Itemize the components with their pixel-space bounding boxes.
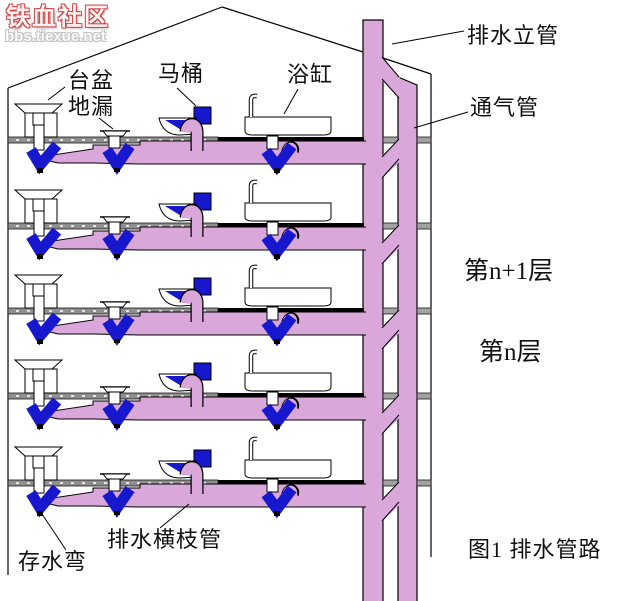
drain-riser-pipe xyxy=(362,19,384,601)
leader-trap xyxy=(41,513,67,551)
leader-bathtub xyxy=(283,88,299,115)
label-floor-n: 第n层 xyxy=(479,339,542,366)
leader-toilet xyxy=(176,87,197,107)
label-trap: 存水弯 xyxy=(18,549,88,574)
leader-basin xyxy=(47,86,66,101)
leader-floor-drain xyxy=(98,117,114,130)
roof-right-a xyxy=(221,6,364,53)
vent-branch-top xyxy=(381,55,400,99)
label-floor-drain: 地漏 xyxy=(68,94,115,119)
roof-left xyxy=(7,6,223,89)
figure-caption: 图1 排水管路 xyxy=(468,537,602,562)
label-branch-drain-pipe: 排水横枝管 xyxy=(107,527,223,552)
label-basin: 台盆 xyxy=(68,68,115,93)
watermark-url: bbs.tiexue.net xyxy=(5,28,106,45)
leader-vent-pipe xyxy=(413,111,469,129)
vent-branch-top-outline xyxy=(381,56,400,99)
watermark-title: 铁血社区 xyxy=(6,4,110,31)
leader-drain-riser xyxy=(391,30,465,45)
house-outline xyxy=(7,6,432,575)
vent-pipe xyxy=(397,76,418,601)
label-bathtub: 浴缸 xyxy=(287,62,334,87)
label-toilet: 马桶 xyxy=(158,61,205,86)
label-vent-pipe: 通气管 xyxy=(470,95,540,120)
label-floor-n-plus-1: 第n+1层 xyxy=(464,258,554,285)
roof-right-b xyxy=(382,57,432,75)
label-drain-riser: 排水立管 xyxy=(467,23,560,48)
leader-lines xyxy=(41,30,469,551)
leader-branch-pipe xyxy=(159,503,190,529)
